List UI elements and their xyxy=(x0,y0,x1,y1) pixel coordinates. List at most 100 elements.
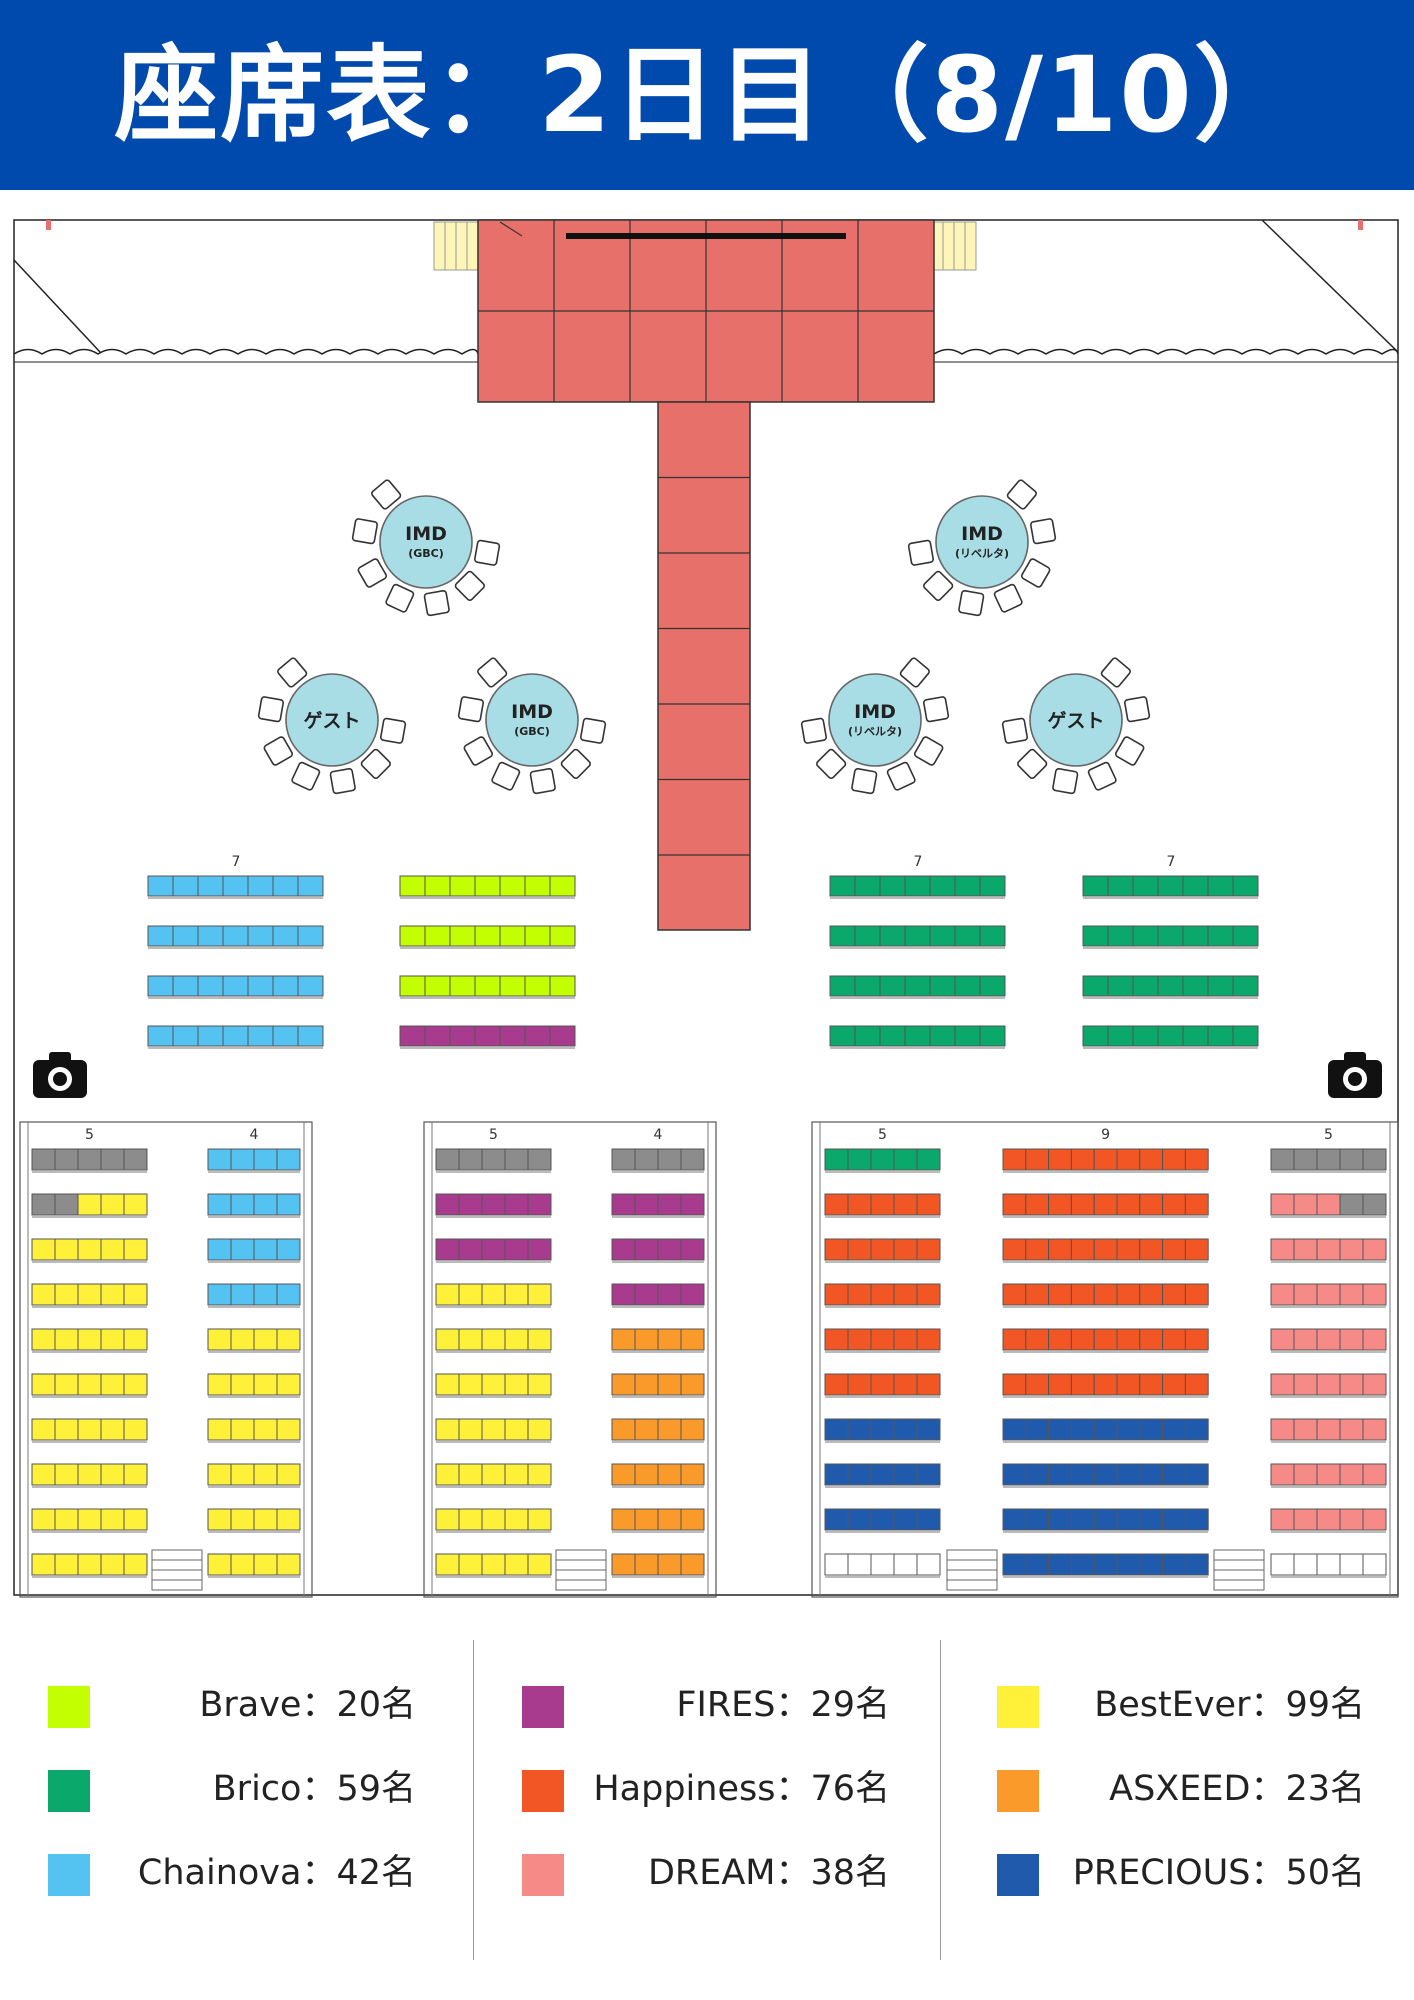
seat xyxy=(929,1025,956,1047)
seat xyxy=(172,925,199,947)
seat xyxy=(657,1463,682,1486)
step xyxy=(1213,1559,1265,1571)
seat-row xyxy=(824,1193,941,1218)
seat xyxy=(1093,1193,1118,1216)
chair-icon xyxy=(851,767,878,795)
seat-row xyxy=(207,1193,301,1218)
seat xyxy=(272,925,299,947)
seat xyxy=(230,1148,255,1171)
seat xyxy=(207,1283,232,1306)
seat xyxy=(77,1508,102,1531)
seat xyxy=(893,1148,918,1171)
seat-row xyxy=(435,1463,552,1488)
seat xyxy=(31,1328,56,1351)
seat xyxy=(499,975,526,997)
seat xyxy=(100,1508,125,1531)
seat xyxy=(253,1193,278,1216)
seat xyxy=(77,1463,102,1486)
seat xyxy=(100,1193,125,1216)
seat xyxy=(879,875,906,897)
seat-row xyxy=(435,1418,552,1443)
seat-row xyxy=(824,1283,941,1308)
step xyxy=(151,1559,203,1571)
seat xyxy=(276,1508,301,1531)
seat xyxy=(870,1283,895,1306)
seat xyxy=(549,975,576,997)
seat xyxy=(1232,1025,1259,1047)
seat xyxy=(1182,1025,1209,1047)
seat xyxy=(31,1148,56,1171)
seat xyxy=(230,1553,255,1576)
seat xyxy=(207,1418,232,1441)
seat xyxy=(1293,1553,1318,1576)
table-circle xyxy=(935,495,1029,589)
seat xyxy=(1184,1238,1209,1261)
seat xyxy=(1184,1508,1209,1531)
legend-label: DREAM：38名 xyxy=(647,1853,890,1893)
seat xyxy=(979,975,1006,997)
seat-row xyxy=(399,1025,576,1049)
seat xyxy=(222,875,249,897)
seat xyxy=(172,875,199,897)
seat xyxy=(524,925,551,947)
seat xyxy=(527,1463,552,1486)
seat xyxy=(549,925,576,947)
seat xyxy=(1093,1238,1118,1261)
seat xyxy=(230,1283,255,1306)
chair-icon xyxy=(1100,657,1131,688)
chair-icon xyxy=(1017,748,1048,779)
runway xyxy=(657,401,751,931)
seat xyxy=(499,1025,526,1047)
seat xyxy=(1270,1328,1295,1351)
stage-steps xyxy=(953,221,966,271)
seat xyxy=(424,925,451,947)
seat xyxy=(54,1508,79,1531)
legend-swatch xyxy=(48,1770,90,1812)
seat-row xyxy=(435,1148,552,1173)
seat xyxy=(1293,1283,1318,1306)
seat xyxy=(1139,1553,1164,1576)
legend-item-brico: Brico：59名 xyxy=(48,1764,416,1814)
room-outline xyxy=(13,219,1399,1596)
seat xyxy=(247,1025,274,1047)
legend-swatch xyxy=(522,1770,564,1812)
seat xyxy=(916,1193,941,1216)
seat xyxy=(1002,1463,1027,1486)
seat xyxy=(123,1238,148,1261)
seat xyxy=(504,1238,529,1261)
table-circle xyxy=(485,673,579,767)
seat xyxy=(100,1328,125,1351)
seat xyxy=(1082,875,1109,897)
seat xyxy=(1316,1553,1341,1576)
seat xyxy=(1025,1328,1050,1351)
seat xyxy=(54,1328,79,1351)
table-sublabel: (GBC) xyxy=(408,547,444,560)
step xyxy=(555,1559,607,1571)
seat xyxy=(824,1463,849,1486)
seat xyxy=(1048,1328,1072,1351)
seat xyxy=(1116,1508,1141,1531)
seat-row xyxy=(1082,875,1259,899)
seat xyxy=(31,1283,56,1306)
seat xyxy=(1316,1463,1341,1486)
seat xyxy=(634,1463,659,1486)
step xyxy=(151,1579,203,1591)
seat xyxy=(549,875,576,897)
chair-icon xyxy=(1114,736,1145,766)
seat xyxy=(435,1238,460,1261)
legend-label: Happiness：76名 xyxy=(593,1769,890,1809)
seat xyxy=(1002,1283,1027,1306)
seat xyxy=(123,1418,148,1441)
seat xyxy=(123,1328,148,1351)
section-border xyxy=(811,1121,1399,1598)
seat xyxy=(824,1373,849,1396)
seat xyxy=(611,1463,636,1486)
legend-swatch xyxy=(48,1854,90,1896)
seat xyxy=(54,1418,79,1441)
seat xyxy=(54,1193,79,1216)
chair-icon xyxy=(886,761,916,791)
seat xyxy=(449,1025,476,1047)
seat-row xyxy=(829,925,1006,949)
seat xyxy=(1207,1025,1234,1047)
chair-icon xyxy=(1052,767,1079,795)
